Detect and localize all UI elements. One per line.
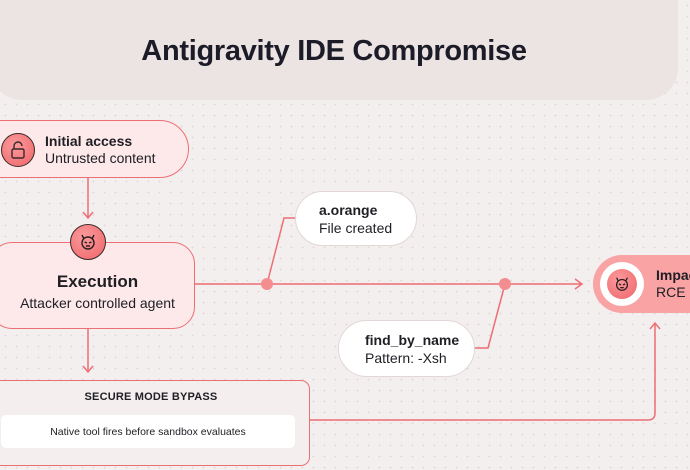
devil-icon (607, 269, 637, 299)
node-secure-mode-bypass: SECURE MODE BYPASS Native tool fires bef… (0, 380, 310, 466)
node-subtitle: Attacker controlled agent (20, 295, 175, 311)
junction-dot (499, 278, 511, 290)
node-title: a.orange (319, 201, 378, 218)
node-subtitle: Pattern: -Xsh (365, 349, 447, 366)
node-subtitle: Untrusted content (45, 150, 156, 166)
link-find-by-name (475, 283, 506, 349)
node-a-orange: a.orange File created (295, 191, 417, 246)
devil-icon (70, 224, 106, 260)
page-title: Antigravity IDE Compromise (141, 35, 527, 67)
junction-dot (261, 278, 273, 290)
node-find-by-name: find_by_name Pattern: -Xsh (338, 320, 475, 377)
node-impact: Impact RCE (593, 255, 690, 313)
node-subtitle: RCE (656, 284, 686, 300)
node-title: Impact (656, 267, 690, 283)
link-a-orange (266, 217, 296, 285)
lock-icon (1, 133, 35, 167)
node-title: Execution (56, 272, 139, 291)
node-title: Initial access (45, 133, 133, 149)
node-initial-access: Initial access Untrusted content (0, 120, 189, 178)
node-title: find_by_name (365, 331, 460, 348)
node-subtitle: File created (319, 219, 393, 236)
bypass-detail: Native tool fires before sandbox evaluat… (1, 415, 295, 448)
arrow-bypass-impact (310, 323, 656, 421)
title-banner: Antigravity IDE Compromise (0, 0, 678, 100)
node-title: SECURE MODE BYPASS (84, 391, 218, 403)
